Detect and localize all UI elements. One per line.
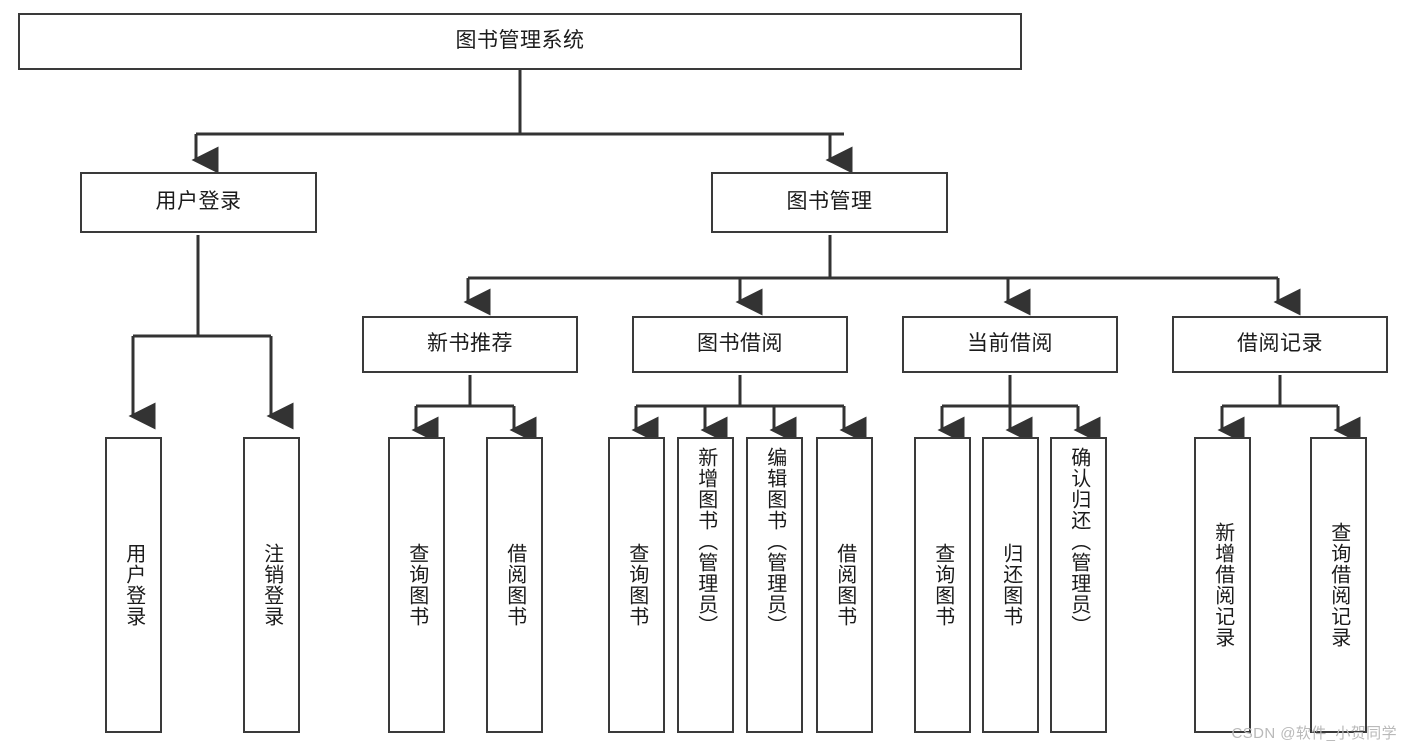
node-label: 确认归还（管理员）	[1067, 447, 1090, 636]
leaf-current-borrow-query[interactable]: 查询图书	[914, 437, 971, 733]
leaf-book-borrow-lend[interactable]: 借阅图书	[816, 437, 873, 733]
leaf-new-book-query[interactable]: 查询图书	[388, 437, 445, 733]
node-label: 图书管理	[786, 190, 873, 214]
node-borrow-record[interactable]: 借阅记录	[1172, 316, 1388, 373]
leaf-borrow-record-query[interactable]: 查询借阅记录	[1310, 437, 1367, 733]
node-new-book-recommend[interactable]: 新书推荐	[362, 316, 578, 373]
node-label: 当前借阅	[967, 332, 1053, 356]
node-label: 新书推荐	[427, 332, 513, 356]
node-label: 新增图书（管理员）	[694, 447, 717, 636]
node-label: 借阅记录	[1237, 332, 1323, 356]
node-current-borrow[interactable]: 当前借阅	[902, 316, 1118, 373]
node-label: 借阅图书	[833, 543, 856, 627]
node-label: 注销登录	[260, 543, 283, 627]
leaf-user-login-login[interactable]: 用户登录	[105, 437, 162, 733]
leaf-book-borrow-add[interactable]: 新增图书（管理员）	[677, 437, 734, 733]
leaf-user-login-logout[interactable]: 注销登录	[243, 437, 300, 733]
node-label: 查询图书	[625, 543, 648, 627]
node-label: 编辑图书（管理员）	[763, 447, 786, 636]
leaf-book-borrow-query[interactable]: 查询图书	[608, 437, 665, 733]
leaf-borrow-record-add[interactable]: 新增借阅记录	[1194, 437, 1251, 733]
node-book-management[interactable]: 图书管理	[711, 172, 948, 233]
node-label: 图书管理系统	[455, 29, 585, 53]
leaf-current-borrow-return[interactable]: 归还图书	[982, 437, 1039, 733]
csdn-watermark: CSDN @软件_小贺同学	[1231, 725, 1397, 742]
node-book-borrow[interactable]: 图书借阅	[632, 316, 848, 373]
node-label: 查询图书	[931, 543, 954, 627]
node-label: 新增借阅记录	[1211, 522, 1234, 648]
leaf-new-book-borrow[interactable]: 借阅图书	[486, 437, 543, 733]
leaf-book-borrow-edit[interactable]: 编辑图书（管理员）	[746, 437, 803, 733]
node-label: 图书借阅	[697, 332, 783, 356]
leaf-current-borrow-confirm[interactable]: 确认归还（管理员）	[1050, 437, 1107, 733]
node-user-login[interactable]: 用户登录	[80, 172, 317, 233]
node-root-system[interactable]: 图书管理系统	[18, 13, 1022, 70]
node-label: 借阅图书	[503, 543, 526, 627]
node-label: 归还图书	[999, 543, 1022, 627]
node-label: 用户登录	[122, 543, 145, 627]
node-label: 查询图书	[405, 543, 428, 627]
node-label: 查询借阅记录	[1327, 522, 1350, 648]
node-label: 用户登录	[155, 190, 242, 214]
